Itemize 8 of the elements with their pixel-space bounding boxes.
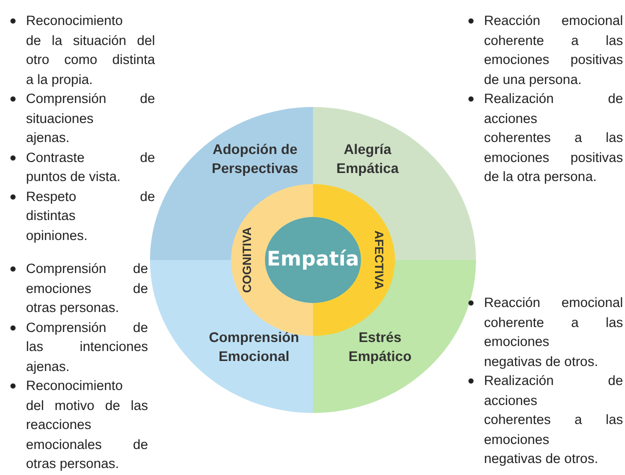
ring-label: COGNITIVA (240, 227, 254, 293)
segment-title: Comprensión Emocional (208, 328, 300, 366)
center-title: Empatía (266, 250, 360, 269)
center-circle (265, 217, 361, 303)
ring-label: AFECTIVA (372, 230, 386, 290)
segment-title: Estrés Empático (347, 328, 412, 366)
segment-title: Alegría Empática (335, 140, 400, 178)
segment-title: Adopción de Perspectivas (210, 140, 300, 178)
